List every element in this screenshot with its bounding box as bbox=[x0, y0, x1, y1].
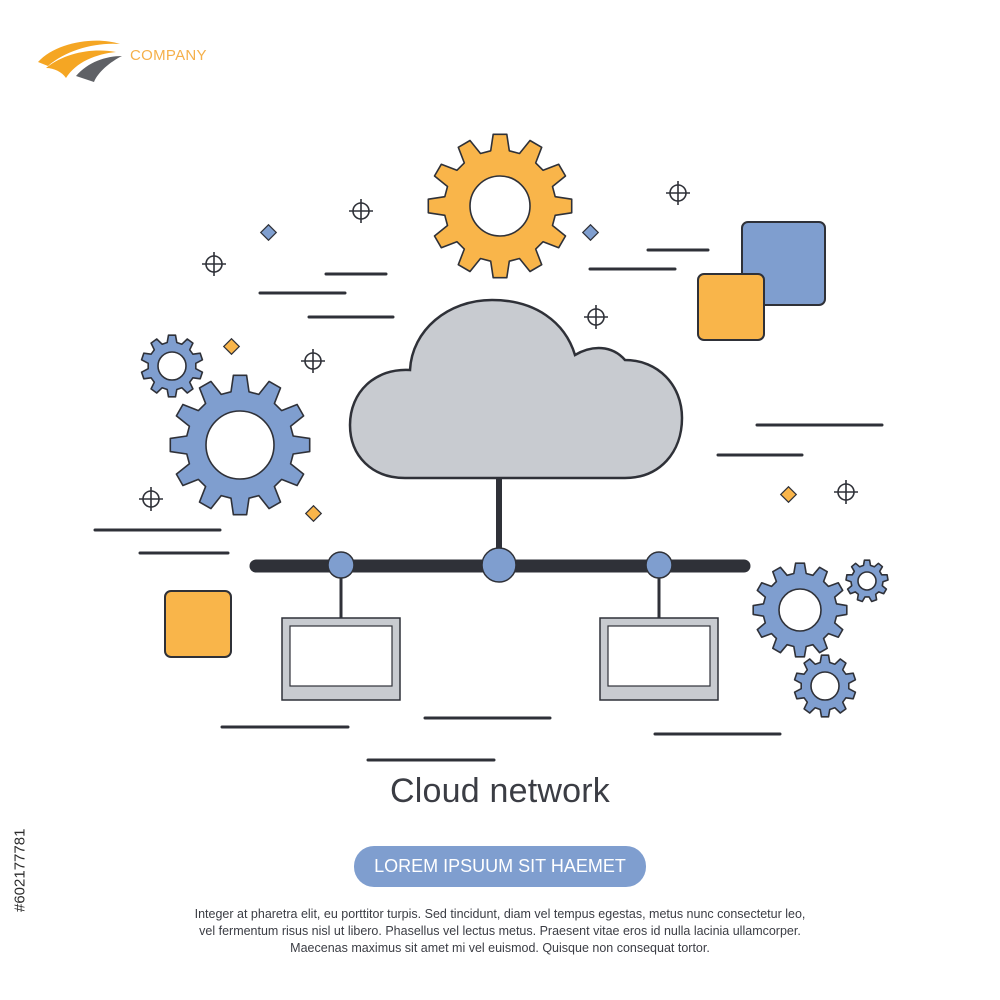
diamond-icon bbox=[583, 225, 599, 241]
network-node-icon bbox=[646, 552, 672, 578]
cta-button[interactable]: LOREM IPSUUM SIT HAEMET bbox=[354, 846, 646, 887]
crosshair-icon bbox=[834, 480, 858, 504]
orange-square-icon bbox=[165, 591, 231, 657]
gear-icon bbox=[428, 134, 571, 277]
computer-icon bbox=[600, 618, 718, 700]
orange-square-icon bbox=[698, 274, 764, 340]
page-title: Cloud network bbox=[0, 772, 1000, 811]
cloud-icon bbox=[350, 300, 682, 478]
crosshair-icon bbox=[349, 199, 373, 223]
diamond-icon bbox=[781, 487, 797, 503]
diamond-icon bbox=[261, 225, 277, 241]
crosshair-icon bbox=[301, 349, 325, 373]
gear-icon bbox=[846, 560, 888, 601]
gear-icon bbox=[170, 375, 309, 514]
diamond-icon bbox=[306, 506, 322, 522]
crosshair-icon bbox=[666, 181, 690, 205]
network-bus bbox=[256, 478, 744, 620]
diamond-icon bbox=[224, 339, 240, 355]
crosshair-icon bbox=[202, 252, 226, 276]
crosshair-icon bbox=[139, 487, 163, 511]
gear-icon bbox=[142, 335, 203, 397]
description-line: Integer at pharetra elit, eu porttitor t… bbox=[150, 906, 850, 923]
description: Integer at pharetra elit, eu porttitor t… bbox=[150, 906, 850, 957]
computer-icon bbox=[282, 618, 400, 700]
stock-id: #602177781 bbox=[3, 770, 37, 970]
description-line: vel fermentum risus nisl ut libero. Phas… bbox=[150, 923, 850, 940]
gear-icon bbox=[795, 655, 856, 717]
description-line: Maecenas maximus sit amet mi vel euismod… bbox=[150, 940, 850, 957]
network-node-icon bbox=[482, 548, 516, 582]
crosshair-icon bbox=[584, 305, 608, 329]
network-node-icon bbox=[328, 552, 354, 578]
gear-icon bbox=[753, 563, 847, 657]
brand-name: COMPANY bbox=[130, 47, 207, 64]
